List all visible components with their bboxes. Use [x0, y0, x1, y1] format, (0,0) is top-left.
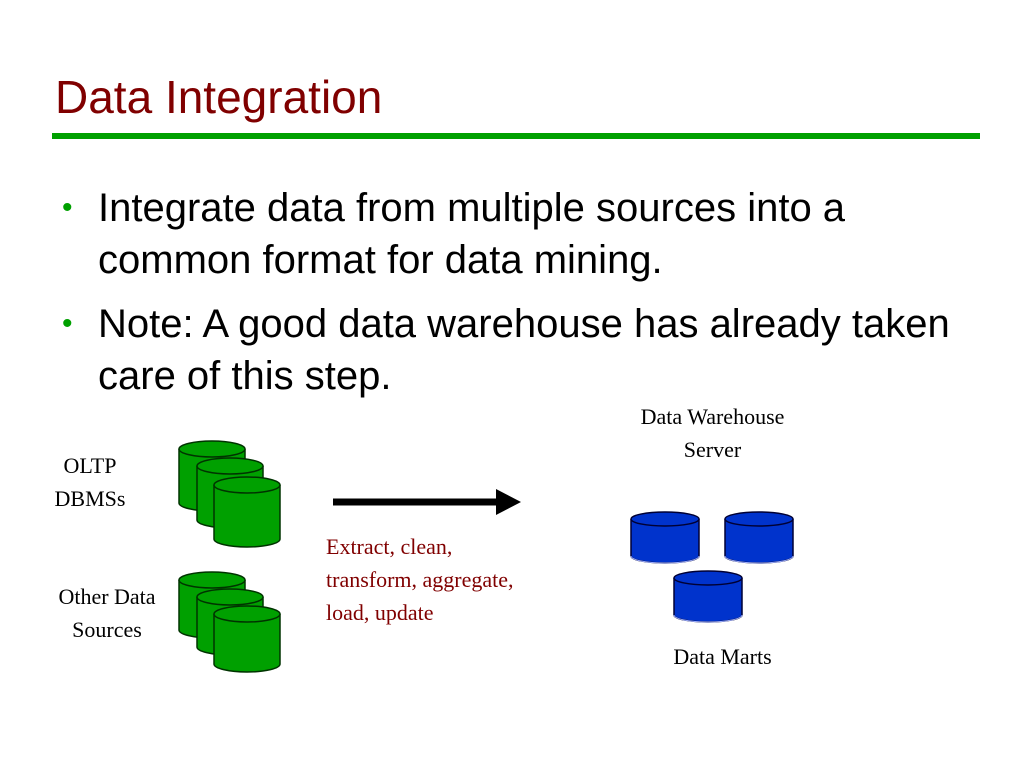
bullet-icon: •	[62, 191, 73, 224]
data-mart-database-icon	[673, 570, 743, 623]
other-sources-label: Other Data Sources	[58, 584, 156, 642]
data-marts-label: Data Marts	[673, 644, 772, 669]
other-sources-database-stack-icon	[178, 571, 281, 673]
title-underline	[52, 133, 980, 139]
database-icon	[213, 476, 281, 548]
data-mart-database-icon	[630, 511, 700, 564]
bullet-list: • Integrate data from multiple sources i…	[62, 182, 962, 414]
bullet-icon: •	[62, 307, 73, 340]
flow-arrow-icon	[333, 489, 521, 515]
data-mart-database-icon	[724, 511, 794, 564]
warehouse-label: Data Warehouse Server	[640, 404, 785, 462]
process-label: Extract, clean, transform, aggregate, lo…	[326, 534, 514, 625]
bullet-text: Note: A good data warehouse has already …	[98, 302, 950, 398]
slide-title: Data Integration	[55, 71, 383, 123]
oltp-dbms-label: OLTP DBMSs	[54, 453, 126, 511]
bullet-item: • Note: A good data warehouse has alread…	[62, 298, 962, 402]
oltp-database-stack-icon	[178, 440, 281, 548]
database-icon	[213, 605, 281, 673]
bullet-item: • Integrate data from multiple sources i…	[62, 182, 962, 286]
bullet-text: Integrate data from multiple sources int…	[98, 186, 846, 282]
